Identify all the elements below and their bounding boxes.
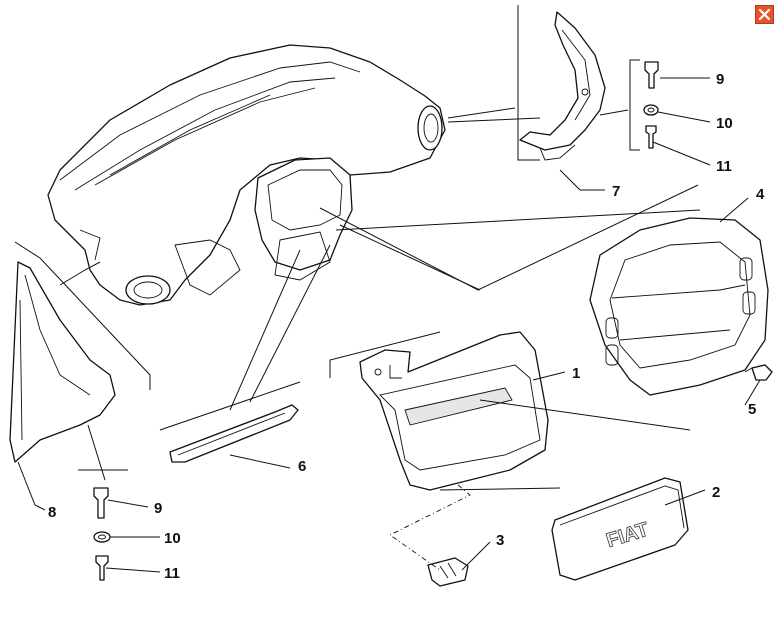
callout-1: 1 (572, 365, 580, 382)
screw-3[interactable] (427, 557, 469, 587)
close-x-icon[interactable] (755, 5, 774, 24)
leader-lines (17, 77, 761, 573)
callout-9-top: 9 (716, 71, 724, 88)
callout-6: 6 (298, 458, 306, 475)
part-6-trim-strip[interactable] (169, 404, 299, 463)
part-1-radio-frame[interactable] (359, 331, 549, 491)
screw-9-top[interactable] (644, 61, 659, 89)
callout-3: 3 (496, 532, 504, 549)
callout-10-bottom: 10 (164, 530, 181, 547)
screw-11-top[interactable] (645, 125, 657, 149)
part-2-badge-cover[interactable]: FIAT (551, 477, 689, 581)
washer-10-top[interactable] (643, 104, 659, 116)
dashboard-assembly (47, 44, 446, 306)
callout-8: 8 (48, 504, 56, 521)
part-8-pillar-trim[interactable] (9, 261, 116, 463)
screw-5[interactable] (744, 364, 773, 381)
callout-2: 2 (712, 484, 720, 501)
screw-9-bottom[interactable] (93, 487, 109, 519)
guide-lines (14, 5, 701, 571)
callout-7: 7 (612, 183, 620, 200)
callout-11-bottom: 11 (164, 565, 180, 582)
callout-10-top: 10 (716, 115, 733, 132)
callout-4: 4 (756, 186, 765, 203)
part-7-side-bracket[interactable] (519, 11, 606, 161)
callout-5: 5 (748, 401, 756, 418)
part-4-instrument-housing[interactable] (589, 217, 769, 396)
callout-9-bottom: 9 (154, 500, 162, 517)
washer-10-bottom[interactable] (93, 531, 111, 543)
callout-labels: 1 2 3 4 5 6 7 8 9 10 11 9 10 11 (48, 71, 765, 582)
screw-11-bottom[interactable] (95, 555, 109, 581)
callout-11-top: 11 (716, 158, 732, 175)
